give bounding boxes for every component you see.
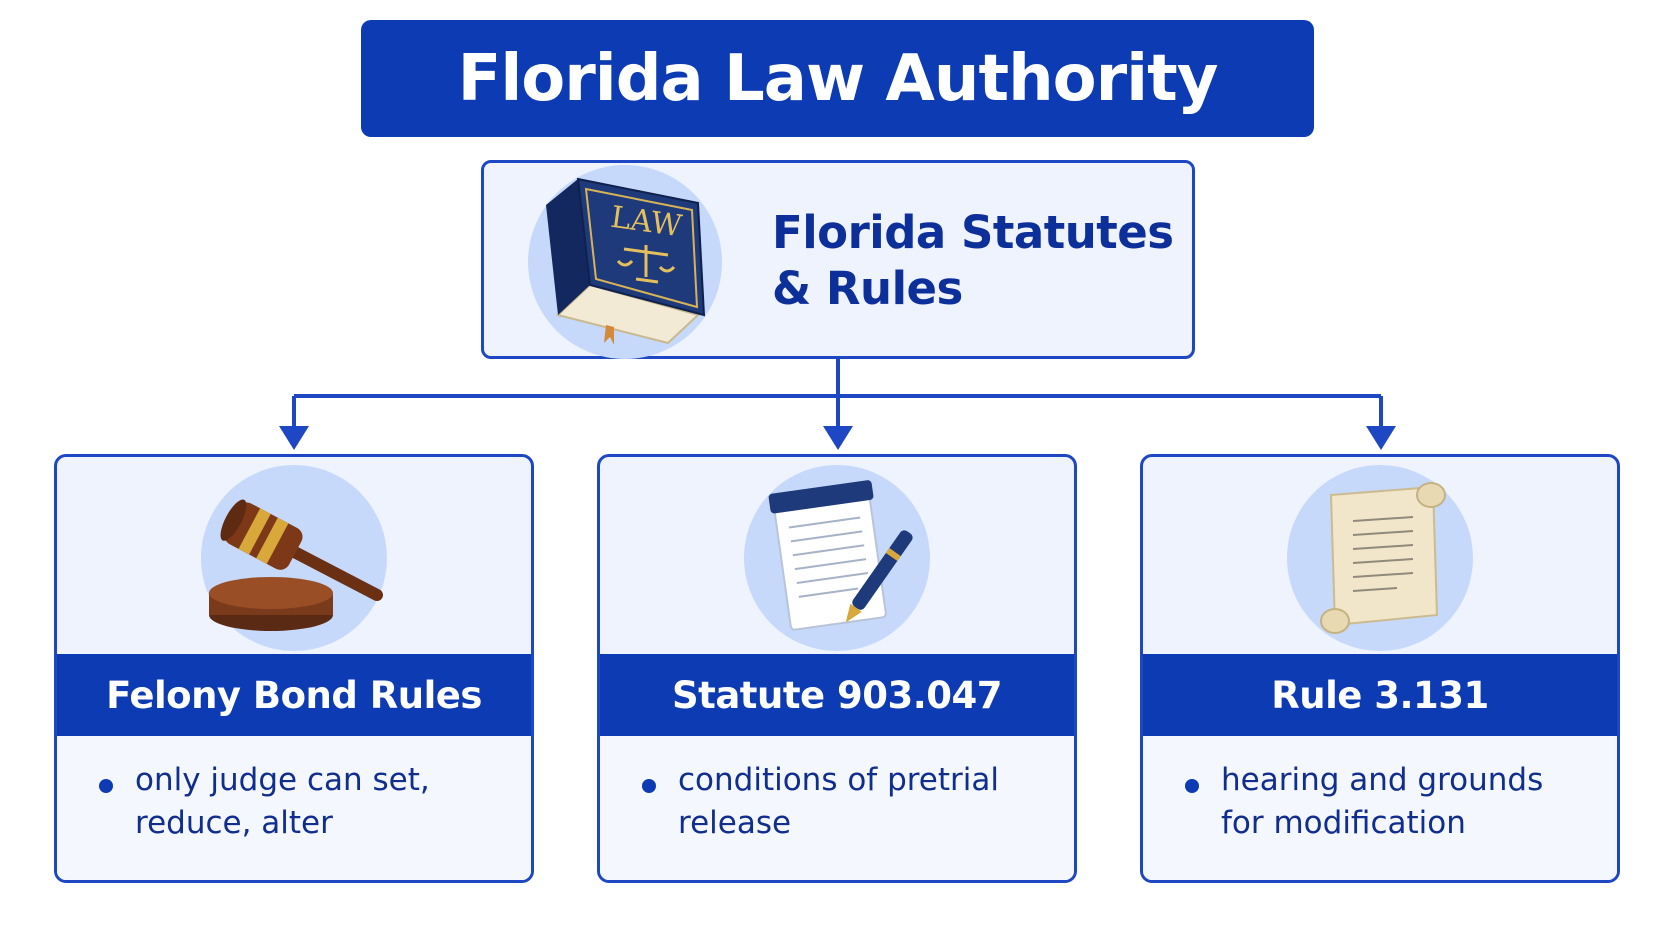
diagram-title-bar: Florida Law Authority xyxy=(361,20,1314,137)
card-title: Rule 3.131 xyxy=(1271,673,1489,717)
notepad-pen-icon xyxy=(744,465,930,651)
card-bullet-text: conditions of pretrial release xyxy=(678,762,1000,841)
card-bullet-text: hearing and grounds for modification xyxy=(1221,762,1544,841)
card-title: Statute 903.047 xyxy=(671,673,1003,717)
bullet-dot xyxy=(99,779,113,793)
root-node: LAW Florida Statutes & Rules xyxy=(481,160,1195,359)
scroll-icon xyxy=(1287,465,1473,651)
card-rule-3-131: Rule 3.131 hearing and grounds for modif… xyxy=(1140,454,1620,883)
arrowhead-right xyxy=(1366,426,1396,450)
card-body xyxy=(57,736,531,880)
card-title-band: Felony Bond Rules xyxy=(57,654,531,736)
gavel-icon xyxy=(201,465,387,651)
root-node-label-line1: Florida Statutes xyxy=(772,206,1174,259)
arrowhead-left xyxy=(279,426,309,450)
card-title: Felony Bond Rules xyxy=(106,673,482,717)
root-node-label-line2: & Rules xyxy=(772,262,963,315)
card-title-band: Statute 903.047 xyxy=(600,654,1074,736)
diagram-title: Florida Law Authority xyxy=(457,41,1219,116)
bullet-dot xyxy=(1185,779,1199,793)
root-node-label: Florida Statutes & Rules xyxy=(772,205,1174,317)
arrowhead-center xyxy=(823,426,853,450)
card-body xyxy=(600,736,1074,880)
card-title-band: Rule 3.131 xyxy=(1143,654,1617,736)
bullet-dot xyxy=(642,779,656,793)
card-body xyxy=(1143,736,1617,880)
card-bullet-text: only judge can set, reduce, alter xyxy=(135,762,430,841)
card-statute-903-047: Statute 903.047 conditions of pretrial r… xyxy=(597,454,1077,883)
law-book-icon: LAW xyxy=(528,165,722,359)
card-felony-bond-rules: Felony Bond Rules only judge can set, re… xyxy=(54,454,534,883)
